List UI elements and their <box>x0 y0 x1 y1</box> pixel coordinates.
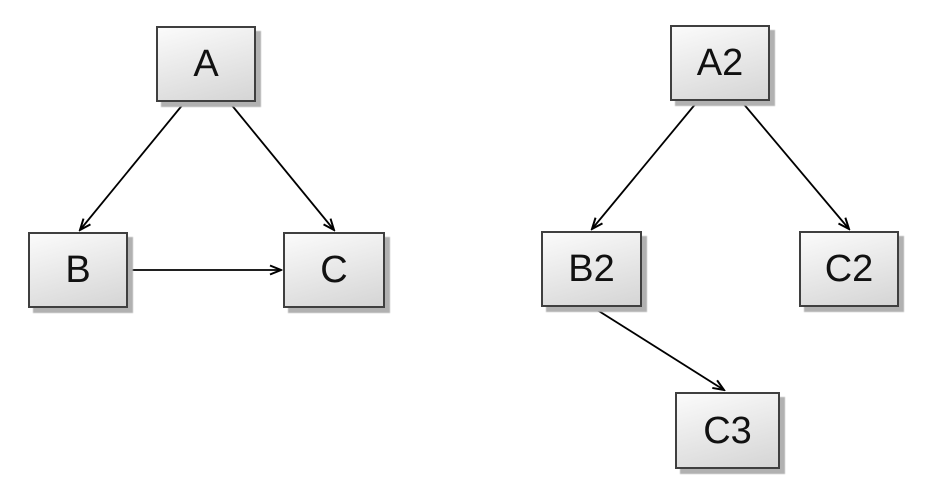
node-B: B <box>28 232 128 308</box>
edge-A-C <box>229 102 334 230</box>
node-C3-label: C3 <box>703 409 752 452</box>
node-A2: A2 <box>670 25 770 101</box>
node-C2: C2 <box>799 231 899 307</box>
edge-B2-C3 <box>593 307 724 390</box>
node-C3: C3 <box>675 392 780 469</box>
node-C-label: C <box>320 249 348 291</box>
node-B-label: B <box>65 249 91 291</box>
node-C: C <box>283 232 385 308</box>
node-A: A <box>156 26 256 102</box>
node-A2-label: A2 <box>696 42 744 84</box>
edge-A-B <box>80 102 185 230</box>
node-B2: B2 <box>541 231 642 307</box>
edge-A2-B2 <box>592 101 698 229</box>
node-A-label: A <box>193 43 219 85</box>
edge-A2-C2 <box>741 101 849 229</box>
node-B2-label: B2 <box>568 248 615 290</box>
node-C2-label: C2 <box>824 248 874 290</box>
